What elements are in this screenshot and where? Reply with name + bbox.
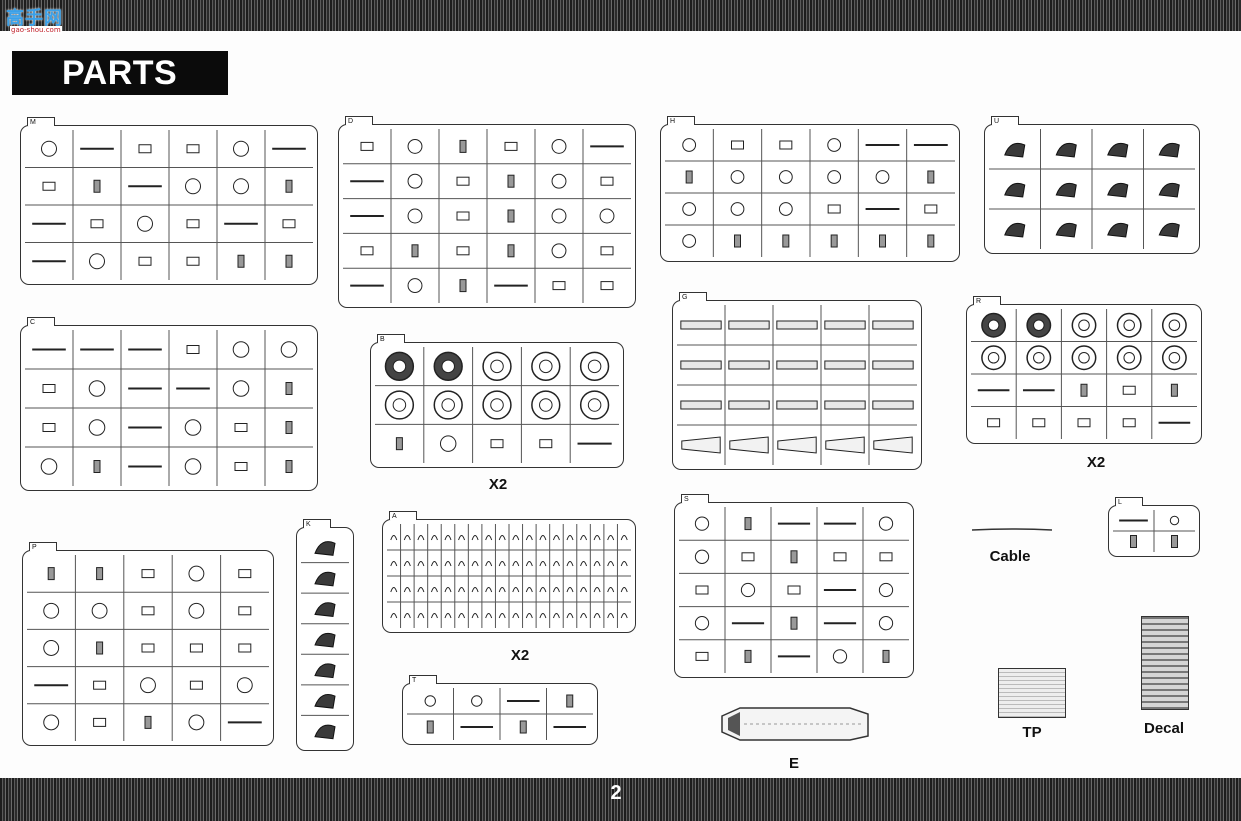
page-title: PARTS xyxy=(12,51,228,95)
b-quantity-label: X2 xyxy=(488,476,508,493)
sprue-parts-drawing xyxy=(343,129,631,303)
sprue-letter: R xyxy=(973,296,1001,305)
sprue-letter: T xyxy=(409,675,437,684)
sprue-k: K xyxy=(296,519,354,751)
cable-label: Cable xyxy=(989,548,1031,565)
sprue-parts-drawing xyxy=(387,524,631,628)
sprue-parts-drawing xyxy=(25,130,313,280)
sprue-letter: P xyxy=(29,542,57,551)
sprue-g: G xyxy=(672,292,922,470)
sprue-l: L xyxy=(1108,497,1200,557)
sprue-letter: M xyxy=(27,117,55,126)
sprue-h: H xyxy=(660,116,960,262)
tp-label: TP xyxy=(1022,724,1042,741)
sprue-letter: D xyxy=(345,116,373,125)
sprue-letter: H xyxy=(667,116,695,125)
r-quantity-label: X2 xyxy=(1086,454,1106,471)
watermark-logo: 高手网 gao-shou.com xyxy=(6,4,68,36)
sprue-u: U xyxy=(984,116,1200,254)
bottom-decorative-bar xyxy=(0,778,1241,821)
sprue-b: B xyxy=(370,334,624,468)
sprue-parts-drawing xyxy=(25,330,313,486)
sprue-letter: S xyxy=(681,494,709,503)
sprue-letter: U xyxy=(991,116,1019,125)
sprue-parts-drawing xyxy=(971,309,1197,439)
sprue-letter: L xyxy=(1115,497,1143,506)
sprue-letter: B xyxy=(377,334,405,343)
e-label: E xyxy=(788,755,799,772)
decal-label: Decal xyxy=(1143,720,1185,737)
sprue-parts-drawing xyxy=(1113,510,1195,552)
sprue-parts-drawing xyxy=(989,129,1195,249)
decal-sheet xyxy=(1141,616,1189,710)
sprue-letter: C xyxy=(27,317,55,326)
sprue-parts-drawing xyxy=(375,347,619,463)
sprue-parts-drawing xyxy=(677,305,917,465)
sprue-d: D xyxy=(338,116,636,308)
sprue-parts-drawing xyxy=(301,541,349,740)
sprue-c: C xyxy=(20,317,318,491)
top-decorative-bar xyxy=(0,0,1241,31)
sprue-r: R xyxy=(966,296,1202,444)
sprue-parts-drawing xyxy=(27,555,269,741)
hull-part-e xyxy=(721,707,869,741)
logo-url: gao-shou.com xyxy=(10,26,62,34)
cable-drawing xyxy=(972,528,1052,531)
sprue-t: T xyxy=(402,675,598,745)
sprue-parts-drawing xyxy=(679,507,909,673)
logo-text: 高手网 xyxy=(6,8,63,29)
sprue-letter: K xyxy=(303,519,331,528)
sprue-m: M xyxy=(20,117,318,285)
sprue-parts-drawing xyxy=(665,129,955,257)
sprue-p: P xyxy=(22,542,274,746)
sprue-s: S xyxy=(674,494,914,678)
photo-etch-sheet xyxy=(998,668,1066,718)
a-quantity-label: X2 xyxy=(510,647,530,664)
sprue-letter: G xyxy=(679,292,707,301)
sprue-letter: A xyxy=(389,511,417,520)
sprue-a: A xyxy=(382,511,636,633)
page-number: 2 xyxy=(610,782,622,804)
sprue-parts-drawing xyxy=(407,688,593,740)
